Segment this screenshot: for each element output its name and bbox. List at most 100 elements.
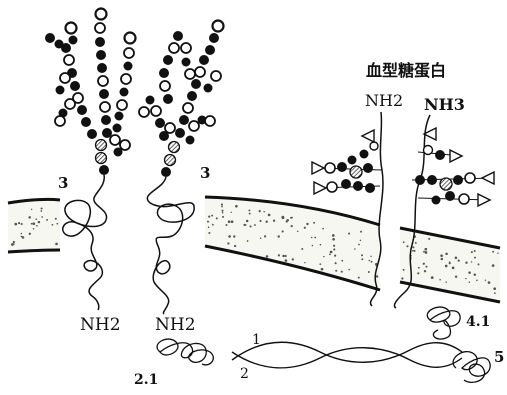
white-circle-sugar-icon	[66, 23, 77, 34]
lipid-dot	[233, 235, 235, 237]
lipid-dot	[301, 248, 303, 250]
black-circle-sugar-icon	[205, 45, 215, 55]
label-2-1: 2.1	[134, 372, 158, 388]
lipid-dot	[469, 281, 471, 283]
membrane-segment-middle	[205, 197, 380, 290]
black-circle-sugar-icon	[161, 167, 171, 177]
label-4-1: 4.1	[466, 314, 490, 330]
lipid-dot	[291, 225, 293, 227]
lipid-dot	[231, 212, 232, 213]
white-circle-sugar-icon	[65, 99, 75, 109]
white-circle-sugar-icon	[205, 116, 215, 126]
lipid-dot	[445, 253, 448, 256]
black-circle-sugar-icon	[179, 115, 189, 125]
lipid-dot	[458, 259, 460, 261]
lipid-dot	[445, 265, 448, 268]
lipid-dot	[412, 246, 414, 248]
lipid-dot	[371, 261, 373, 263]
lipid-dot	[228, 235, 231, 238]
lipid-dot	[474, 257, 476, 259]
lipid-dot	[38, 221, 40, 223]
black-circle-sugar-icon	[96, 50, 106, 60]
black-circle-sugar-icon	[56, 86, 65, 95]
white-circle-sugar-icon	[185, 69, 195, 79]
black-circle-sugar-icon	[348, 156, 357, 165]
black-circle-sugar-icon	[114, 148, 123, 157]
black-circle-sugar-icon	[186, 136, 195, 145]
black-circle-sugar-icon	[113, 124, 122, 133]
lipid-dot	[290, 217, 292, 219]
lipid-dot	[304, 227, 306, 229]
triangle-sugar-icon	[312, 162, 324, 174]
white-circle-sugar-icon	[213, 21, 224, 32]
lipid-dot	[478, 263, 480, 265]
lipid-dot	[246, 220, 249, 223]
lipid-dot	[36, 225, 38, 227]
label-3-middle: 3	[200, 164, 210, 182]
sugar-chain-middle	[139, 21, 224, 178]
label-2: 2	[240, 366, 249, 382]
black-circle-sugar-icon	[204, 84, 213, 93]
black-circle-sugar-icon	[99, 165, 109, 175]
white-circle-sugar-icon	[125, 33, 136, 44]
lipid-dot	[29, 233, 31, 235]
black-circle-sugar-icon	[101, 115, 111, 125]
lipid-dot	[13, 241, 15, 243]
white-circle-sugar-icon	[370, 142, 378, 150]
black-circle-sugar-icon	[45, 33, 55, 43]
lipid-dot	[259, 220, 261, 222]
lipid-dot	[221, 204, 223, 206]
lipid-dot	[439, 279, 441, 281]
hatched-circle-sugar-icon	[169, 142, 180, 153]
lipid-dot	[278, 235, 280, 237]
white-circle-sugar-icon	[181, 43, 191, 53]
white-circle-sugar-icon	[120, 140, 130, 150]
lipid-dot	[376, 275, 378, 277]
lipid-dot	[248, 209, 250, 211]
lipid-dot	[40, 210, 42, 212]
lipid-dot	[227, 242, 229, 244]
black-circle-sugar-icon	[115, 112, 124, 121]
lipid-dot	[314, 237, 316, 239]
white-circle-sugar-icon	[183, 103, 193, 113]
white-circle-sugar-icon	[195, 67, 205, 77]
black-circle-sugar-icon	[341, 179, 351, 189]
black-circle-sugar-icon	[209, 33, 219, 43]
protein-coil-2-1	[157, 339, 213, 365]
black-circle-sugar-icon	[173, 31, 183, 41]
lipid-dot	[313, 222, 315, 224]
lipid-dot	[311, 237, 313, 239]
lipid-dot	[361, 254, 363, 256]
lipid-dot	[247, 240, 249, 242]
label-3-left: 3	[58, 174, 68, 192]
triangle-sugar-icon	[482, 172, 494, 184]
lipid-dot	[231, 220, 234, 223]
lipid-dot	[440, 254, 443, 257]
lipid-dot	[212, 224, 214, 226]
lipid-dot	[13, 243, 15, 245]
lipid-dot	[333, 248, 335, 250]
lipid-dot	[286, 221, 288, 223]
black-circle-sugar-icon	[175, 128, 185, 138]
black-circle-sugar-icon	[159, 68, 169, 78]
lipid-dot	[406, 245, 408, 247]
lipid-dot	[348, 269, 350, 271]
hatched-circle-sugar-icon	[96, 140, 107, 151]
triangle-sugar-icon	[450, 150, 462, 162]
lipid-dot	[468, 271, 471, 274]
lipid-dot	[228, 220, 231, 223]
lipid-dot	[497, 252, 498, 253]
lipid-dot	[321, 268, 324, 271]
sugar-chain-left	[45, 9, 136, 176]
lipid-dot	[431, 276, 434, 279]
lipid-dot	[471, 261, 472, 262]
label-nh2-middle: NH2	[155, 315, 196, 335]
hatched-circle-sugar-icon	[440, 178, 452, 190]
lipid-dot	[445, 281, 447, 283]
protein-coil-5	[453, 352, 490, 383]
lipid-dot	[208, 226, 210, 228]
lipid-dot	[56, 223, 58, 225]
lipid-dot	[465, 261, 467, 263]
lipid-dot	[221, 206, 223, 208]
lipid-dot	[417, 272, 419, 274]
